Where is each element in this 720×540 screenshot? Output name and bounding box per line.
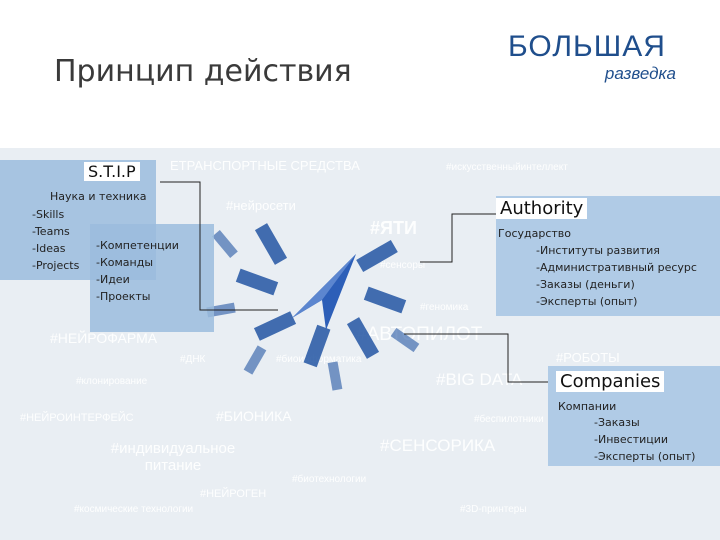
tag: #биотехнологии (292, 474, 367, 485)
tag: ЕТРАНСПОРТНЫЕ СРЕДСТВА (170, 158, 360, 173)
stip-competence-item: -Команды (96, 256, 154, 269)
companies-heading: Companies (556, 371, 665, 392)
stip-science-item: -Teams (32, 225, 70, 238)
authority-item: -Эксперты (опыт) (536, 295, 638, 308)
authority-item: -Административный ресурс (536, 261, 697, 274)
tag: #сенсоры (380, 260, 426, 271)
tag: #3D-принтеры (460, 504, 527, 515)
tag: #СЕНСОРИКА (380, 436, 496, 455)
tag: #BIG DATA (436, 370, 523, 389)
stip-competence-item: -Проекты (96, 290, 151, 303)
tag: #НЕЙРОГЕН (200, 488, 267, 500)
companies-item: -Инвестиции (594, 433, 669, 446)
tag: #индивидуальное питание (110, 440, 236, 474)
stip-competence-item: -Идеи (96, 273, 130, 286)
tag: #РОБОТЫ (556, 350, 620, 365)
page-title: Принцип действия (54, 54, 352, 89)
tag: #НЕЙРОИНТЕРФЕЙС (20, 412, 134, 424)
tag: #нейросети (226, 198, 296, 213)
stip-heading: S.T.I.P (84, 162, 140, 181)
tag: #космические технологии (74, 504, 194, 515)
tag: #ЯТИ (370, 218, 417, 238)
stip-competence-item: -Компетенции (96, 239, 179, 252)
logo-line2: разведка (604, 64, 676, 83)
tag: #геномика (420, 302, 469, 313)
stip-science-title: Наука и техника (50, 190, 147, 203)
tag: #НЕЙРОФАРМА (50, 330, 158, 346)
stip-science-item: -Projects (32, 259, 80, 272)
companies-item: -Эксперты (опыт) (594, 450, 696, 463)
tag: #беспилотники (474, 414, 544, 425)
companies-title: Компании (558, 400, 617, 413)
authority-title: Государство (498, 227, 571, 240)
logo: БОЛЬШАЯ разведка (508, 30, 680, 88)
authority-item: -Институты развития (536, 244, 660, 257)
tag: #ДНК (180, 354, 206, 365)
companies-item: -Заказы (594, 416, 640, 429)
competence-box (90, 224, 214, 332)
stip-science-item: -Skills (32, 208, 65, 221)
stip-science-item: -Ideas (32, 242, 66, 255)
tag: #искусственныйинтеллект (446, 162, 568, 173)
authority-heading: Authority (496, 198, 588, 219)
tag: #клонирование (76, 376, 148, 387)
authority-item: -Заказы (деньги) (536, 278, 635, 291)
logo-line1: БОЛЬШАЯ (508, 30, 666, 63)
tag: #БИОНИКА (216, 408, 292, 424)
